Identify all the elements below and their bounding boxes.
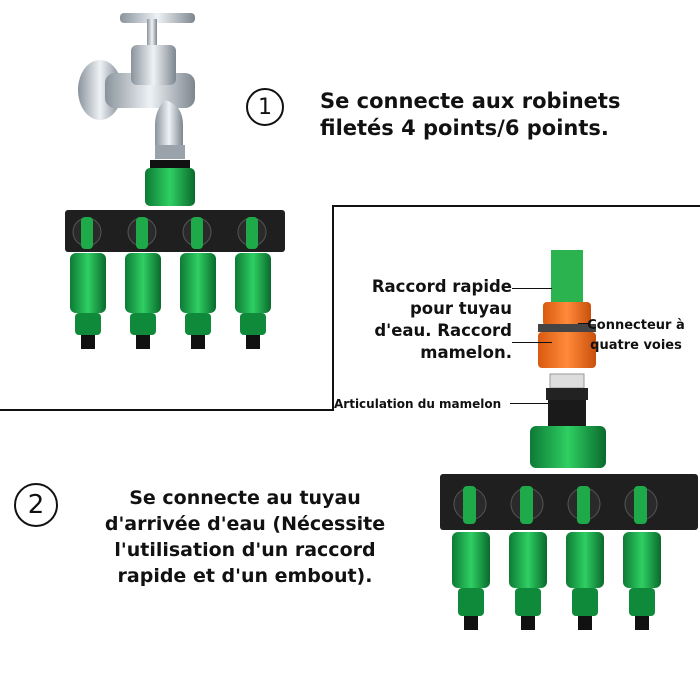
frame-bottom-line bbox=[0, 409, 334, 411]
hose-splitter-illustration bbox=[440, 250, 698, 630]
outlet-2b bbox=[509, 486, 547, 630]
step-2-line-3: l'utilisation d'un raccord bbox=[114, 539, 376, 561]
outlet-1b bbox=[452, 486, 490, 630]
step-1-line-2: filetés 4 points/6 points. bbox=[320, 116, 609, 140]
quick-connector-label: Raccord rapide pour tuyau d'eau. Raccord… bbox=[355, 276, 512, 364]
step-1-line-1: Se connecte aux robinets bbox=[320, 89, 621, 113]
outlet-2 bbox=[125, 217, 161, 349]
outlet-3 bbox=[180, 217, 216, 349]
pointer-nipple bbox=[510, 403, 548, 404]
hose-icon bbox=[551, 250, 583, 305]
outlet-3b bbox=[566, 486, 604, 630]
step-2-line-2: d'arrivée d'eau (Nécessite bbox=[104, 513, 386, 535]
pointer-quick-connector-top bbox=[512, 288, 552, 289]
four-way-line-1: Connecteur à bbox=[587, 318, 685, 333]
step-2-line-4: rapide et d'un embout). bbox=[117, 565, 373, 587]
quick-connector-icon bbox=[538, 302, 596, 368]
faucet-splitter-illustration bbox=[65, 13, 285, 349]
four-way-line-2: quatre voies bbox=[590, 338, 682, 353]
four-way-connector-label: Connecteur à quatre voies bbox=[580, 316, 692, 356]
quick-connector-line-2: pour tuyau bbox=[409, 299, 512, 318]
step-2-line-1: Se connecte au tuyau bbox=[129, 487, 361, 509]
frame-top-line bbox=[333, 205, 700, 207]
faucet-icon bbox=[78, 13, 195, 159]
frame-vertical-line bbox=[332, 205, 334, 410]
quick-connector-line-3: d'eau. Raccord bbox=[374, 321, 512, 340]
outlet-4 bbox=[235, 217, 271, 349]
quick-connector-line-4: mamelon. bbox=[420, 343, 512, 362]
step-2-text: Se connecte au tuyau d'arrivée d'eau (Né… bbox=[85, 485, 405, 589]
step-2-number: 2 bbox=[14, 483, 58, 527]
nipple-icon bbox=[546, 373, 588, 426]
pointer-four-way bbox=[578, 323, 590, 324]
quick-connector-line-1: Raccord rapide bbox=[371, 277, 512, 296]
step-1-number: 1 bbox=[246, 88, 284, 126]
step-1-text: Se connecte aux robinets filetés 4 point… bbox=[320, 88, 620, 142]
pointer-quick-connector-bottom bbox=[512, 342, 552, 343]
outlet-1 bbox=[70, 217, 106, 349]
outlet-4b bbox=[623, 486, 661, 630]
nipple-joint-label: Articulation du mamelon bbox=[334, 397, 502, 411]
